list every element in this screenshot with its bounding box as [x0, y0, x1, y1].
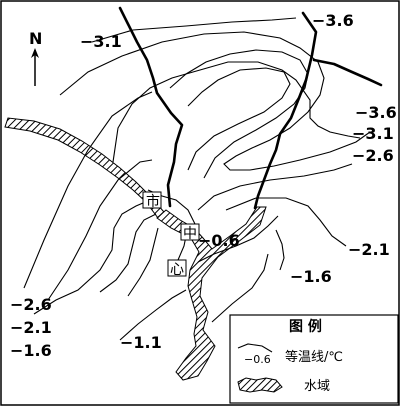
- isotherm-label: −2.6: [352, 146, 394, 165]
- isotherm-line: [23, 91, 153, 289]
- isotherm-label: −1.6: [290, 267, 332, 286]
- road-north-east: [253, 11, 318, 210]
- city-center-label-2: 中: [183, 226, 197, 242]
- city-center-marker: [142, 191, 162, 209]
- isotherm-label: −3.6: [355, 103, 397, 122]
- isotherm-line: [59, 31, 371, 171]
- road-east-branch: [312, 58, 383, 87]
- isotherm-line: [99, 213, 157, 293]
- north-arrow-head-icon: [31, 48, 39, 58]
- city-center-marker: [167, 259, 187, 277]
- isotherm-line: [197, 215, 279, 263]
- isotherm-line: [112, 61, 361, 163]
- legend-water-sample: [237, 377, 283, 393]
- legend-title: 图 例: [289, 318, 322, 335]
- isotherm-line: [47, 159, 153, 301]
- north-arrow: N: [29, 29, 42, 86]
- isotherm-label: −1.6: [10, 341, 52, 360]
- isotherm-label: −3.6: [312, 11, 354, 30]
- water-body: [4, 117, 267, 381]
- isotherm-label: −2.1: [10, 318, 52, 337]
- city-center-marker: [180, 223, 200, 241]
- isotherm-labels: −3.1 −3.6 −3.6 −3.1 −2.6 −2.1 −1.6 −0.6 …: [10, 11, 397, 360]
- isotherm-line: [187, 67, 291, 171]
- isotherm-line: [197, 163, 353, 211]
- city-center: 市 中 心: [142, 191, 200, 278]
- isotherm-label: −2.1: [348, 240, 390, 259]
- isotherm-label: −2.6: [10, 295, 52, 314]
- legend: 图 例 −0.6 等温线/℃ 水域: [229, 314, 399, 404]
- road-north-west: [118, 6, 184, 208]
- legend-water-label: 水域: [304, 379, 330, 394]
- isotherm-line: [225, 197, 347, 247]
- isotherm-label: −3.1: [80, 32, 122, 51]
- city-center-label-3: 心: [170, 262, 184, 278]
- isotherm-label: −1.1: [120, 333, 162, 352]
- isotherm-line: [33, 199, 151, 315]
- isotherm-line: [91, 17, 297, 43]
- legend-isotherm-sample: [237, 343, 273, 353]
- legend-isotherm-label: 等温线/℃: [285, 349, 343, 365]
- legend-isotherm-sample-value: −0.6: [244, 353, 271, 366]
- north-label: N: [29, 29, 42, 48]
- isotherm-line: [127, 227, 159, 297]
- isotherm-line: [211, 253, 269, 323]
- isotherm-line: [119, 289, 187, 341]
- city-center-label-1: 市: [146, 193, 160, 210]
- isotherm-label: −3.1: [352, 124, 394, 143]
- roads: [118, 6, 383, 210]
- isotherm-label: −0.6: [198, 231, 240, 250]
- isotherm-line: [169, 49, 309, 179]
- isotherm-line: [275, 229, 285, 271]
